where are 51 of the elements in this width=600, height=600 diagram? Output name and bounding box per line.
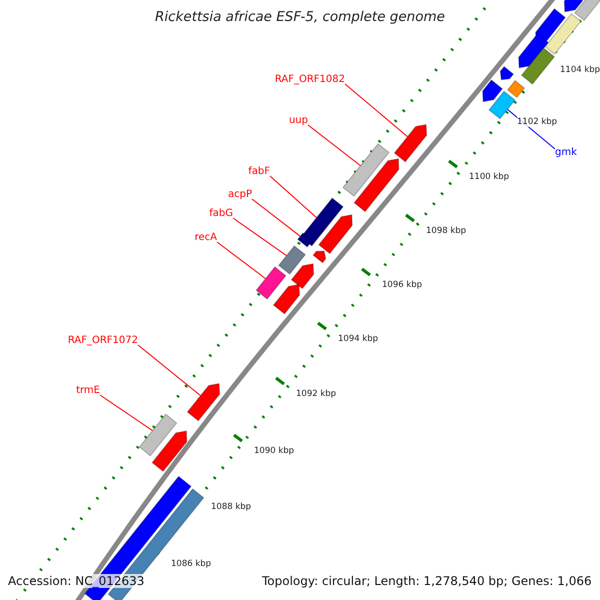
gene-block	[138, 414, 178, 456]
leader-line	[308, 124, 361, 166]
scale-label: 1086 kbp	[171, 559, 212, 569]
pointed-gene-block	[518, 33, 549, 68]
gene-block	[544, 13, 582, 55]
pointed-gene-block	[318, 214, 353, 254]
leader-line	[100, 394, 153, 432]
title: Rickettsia africae ESF-5, complete genome	[155, 9, 445, 25]
scale-label: 1096 kbp	[382, 280, 422, 290]
leader-line	[252, 198, 301, 237]
gene-label: RAF_ORF1082	[274, 74, 345, 86]
scale-label: 1094 kbp	[338, 334, 378, 344]
gene-block	[278, 245, 306, 275]
gene-block	[506, 80, 526, 98]
genome-info-note: Topology: circular; Length: 1,278,540 bp; Genes: 1,066	[262, 574, 592, 588]
leader-line	[138, 344, 201, 396]
pointed-gene-block	[394, 124, 428, 162]
accession-note: Accession: NC_012633	[8, 574, 144, 588]
pointed-gene-block	[152, 430, 188, 472]
pointed-gene-block	[186, 383, 220, 422]
pointed-gene-block	[290, 263, 314, 290]
leader-line	[216, 242, 266, 280]
scale-label: 1088 kbp	[211, 502, 252, 512]
gene-block	[297, 232, 313, 248]
pointed-gene-block	[482, 79, 503, 102]
gene-label: fabF	[248, 166, 270, 178]
scale-label: 1098 kbp	[426, 226, 466, 236]
gene-block	[488, 90, 516, 120]
gene-label: gmk	[555, 147, 577, 159]
leader-line	[232, 218, 287, 256]
pointed-gene-block	[500, 66, 514, 80]
gene-block	[256, 266, 286, 300]
pointed-gene-block	[312, 250, 326, 264]
scale-label: 1090 kbp	[254, 446, 294, 456]
pointed-gene-block	[354, 158, 400, 212]
scale-label: 1104 kbp	[560, 65, 600, 75]
gene-label: trmE	[76, 385, 100, 397]
pointed-gene-block	[272, 284, 300, 315]
leader-line	[270, 176, 317, 218]
gene-label: fabG	[209, 208, 233, 220]
scale-label: 1102 kbp	[517, 117, 558, 127]
scale-label: 1100 kbp	[469, 172, 510, 182]
gene-label: uup	[288, 115, 308, 127]
gene-block	[520, 47, 556, 85]
gene-label: acpP	[228, 189, 252, 201]
leader-line	[344, 84, 408, 138]
gene-label: recA	[194, 232, 217, 244]
scale-label: 1092 kbp	[296, 389, 336, 399]
gene-label: RAF_ORF1072	[68, 335, 138, 347]
gene-block	[574, 0, 600, 22]
gene-block	[342, 143, 390, 197]
